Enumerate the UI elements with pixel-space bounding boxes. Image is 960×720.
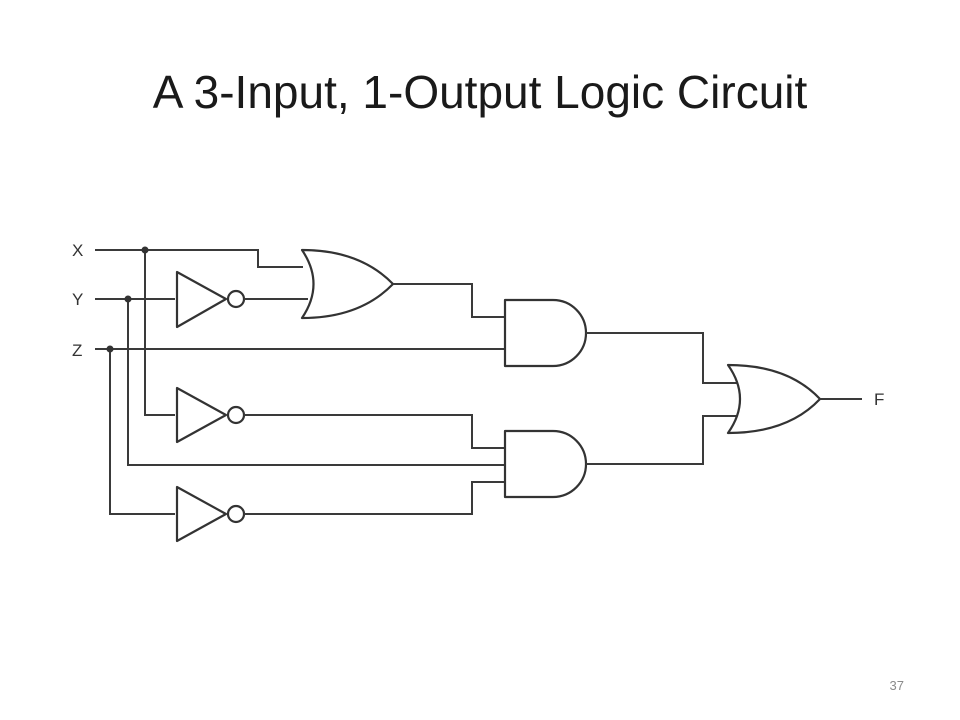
or-gate-2 — [726, 363, 822, 435]
wire-and2-to-or2 — [586, 415, 737, 465]
wire-and1-to-or2 — [586, 332, 737, 384]
or-gate-1 — [300, 248, 395, 320]
wire-z-to-not — [109, 349, 175, 515]
input-label-z: Z — [72, 341, 82, 360]
junction-x — [141, 246, 149, 254]
wire-x — [95, 249, 303, 268]
input-label-y: Y — [72, 290, 83, 309]
not-gate-z — [175, 485, 246, 543]
wire-not-x-to-and2 — [244, 414, 505, 449]
not-gate-x — [175, 386, 246, 444]
wire-or1-to-and1 — [393, 283, 505, 318]
junction-z — [106, 345, 114, 353]
output-label-f: F — [874, 390, 884, 409]
wire-x-to-not — [144, 250, 175, 416]
page-number: 37 — [889, 678, 904, 693]
and-gate-1 — [503, 298, 588, 368]
junction-y — [124, 295, 132, 303]
slide-title: A 3-Input, 1-Output Logic Circuit — [152, 66, 808, 118]
and-gate-2 — [503, 429, 588, 499]
not-gate-y — [175, 270, 246, 329]
input-label-x: X — [72, 241, 83, 260]
wire-not-z-to-and2 — [244, 481, 505, 515]
wire-y-to-and2 — [127, 299, 505, 466]
